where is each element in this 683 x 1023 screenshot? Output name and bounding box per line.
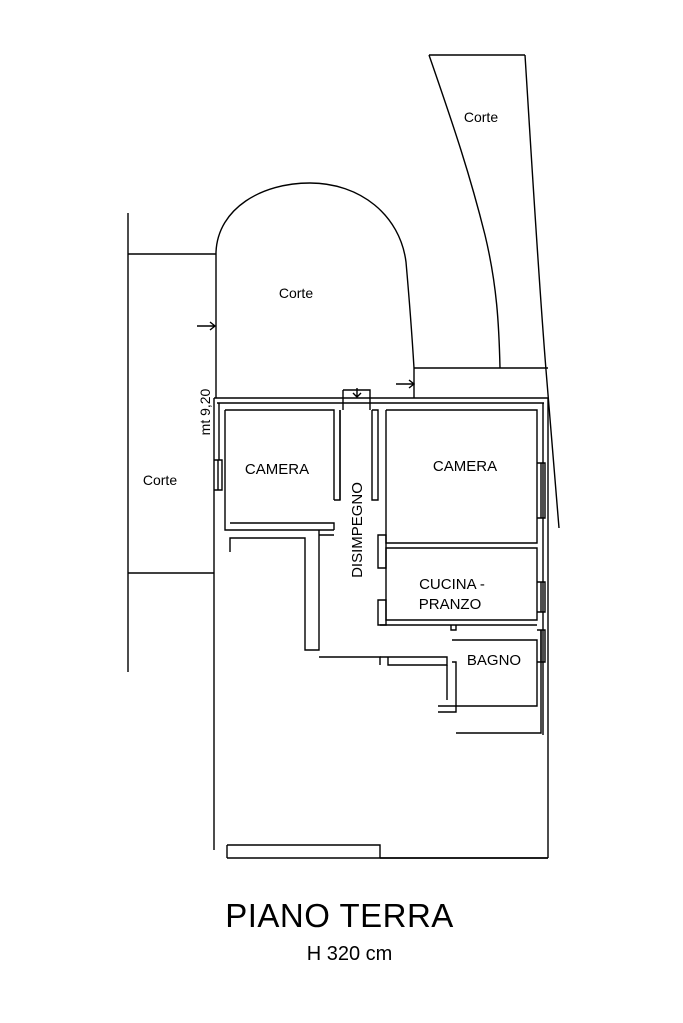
label-corte-north: Corte [279,285,313,301]
corte-north-arch [215,182,415,398]
cucina-walls [385,547,538,621]
window-east-cucina [537,581,546,613]
plan-lines [127,54,560,859]
plan-subtitle: H 320 cm [306,943,393,965]
disimpegno-lower-stub [319,656,381,665]
bagno-outer [456,630,542,734]
label-cucina-line1: CUCINA - [419,576,485,593]
corte-ne-right-edge [524,54,560,529]
label-camera-left: CAMERA [245,461,309,478]
label-corte-ne: Corte [464,109,498,125]
label-cucina-line2: PRANZO [419,596,482,613]
disimpegno-left-wall [334,410,341,501]
plan-title: PIANO TERRA [225,897,454,934]
bagno-walls [452,639,538,707]
entry-arrow [352,388,362,398]
plan-labels: Corte Corte Corte CAMERA CAMERA DISIMPEG… [143,109,521,669]
label-camera-right: CAMERA [433,458,497,475]
label-disimpegno: DISIMPEGNO [349,482,366,578]
cucina-west-stub [377,599,387,626]
dimension-arrow-right [396,379,416,389]
bagno-corridor-wall [380,656,448,666]
cucina-partition [450,625,457,631]
window-east-bagno [537,629,546,663]
bagno-south [438,705,457,713]
dimension-arrow-left [197,321,217,331]
corte-ne-left-edge [428,54,501,369]
camera-left-south-wall [230,522,335,530]
disimpegno-entry [342,389,371,410]
label-corte-west: Corte [143,472,177,488]
window-east-camera [537,462,546,519]
label-dimension: mt 9,20 [197,388,213,435]
disimpegno-lower-left [229,530,334,651]
disimpegno-right-wall [371,409,379,501]
camera-right-west-stub [377,534,387,569]
camera-right-walls [385,409,538,544]
building-south-step [226,844,548,859]
window-west [214,459,223,491]
label-bagno: BAGNO [467,652,521,669]
